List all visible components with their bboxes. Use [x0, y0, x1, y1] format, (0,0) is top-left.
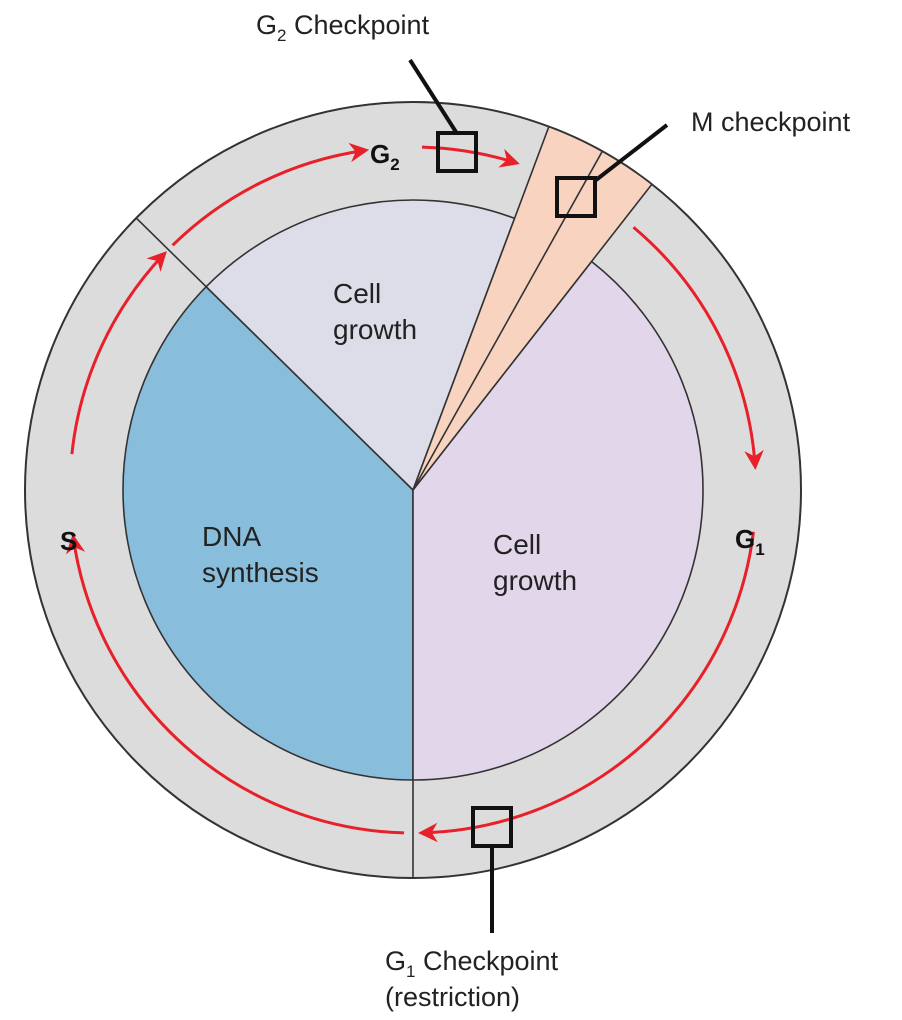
- m-checkpoint-leader: [594, 123, 669, 182]
- arrow-g1-to-s: [418, 810, 531, 843]
- g1-checkpoint-label-sub: 1: [406, 962, 415, 981]
- dna-synthesis-sector: [122, 285, 414, 781]
- phase-label-g1-main: G: [735, 524, 755, 554]
- phase-label-g2-sub: 2: [390, 155, 399, 174]
- m-checkpoint-marker: [555, 176, 597, 218]
- g2-checkpoint-leader: [408, 58, 458, 134]
- g1-cell-growth-label-line1: Cell: [493, 529, 541, 560]
- phase-label-g2: G2: [370, 139, 400, 174]
- g1-checkpoint-marker: [471, 806, 513, 848]
- phase-label-s: S: [60, 526, 77, 556]
- g1-checkpoint-label-rest: Checkpoint: [415, 946, 558, 976]
- g2-checkpoint-label-sub: 2: [277, 26, 286, 45]
- mitosis-wedge-midline: [412, 150, 603, 491]
- s-g2-boundary-line: [135, 217, 207, 288]
- phase-label-g1-sub: 1: [755, 540, 764, 559]
- g1-cell-growth-sector: [412, 260, 704, 781]
- g1-checkpoint-label-line2: (restriction): [385, 982, 520, 1012]
- g2-cell-growth-label-line1: Cell: [333, 278, 381, 309]
- g2-checkpoint-marker: [436, 131, 478, 173]
- g1-checkpoint-label-prefix: G: [385, 946, 406, 976]
- g1-checkpoint-label: G1 Checkpoint (restriction): [385, 946, 566, 1012]
- g2-cell-growth-label-line2: growth: [333, 314, 417, 345]
- dna-synthesis-label: DNA synthesis: [202, 521, 319, 588]
- g2-checkpoint-label-rest: Checkpoint: [286, 10, 429, 40]
- g2-checkpoint-label-prefix: G: [256, 10, 277, 40]
- g2-checkpoint-label: G2 Checkpoint: [256, 10, 430, 45]
- g1-cell-growth-label-line2: growth: [493, 565, 577, 596]
- m-checkpoint-label: M checkpoint: [691, 107, 851, 137]
- phase-label-g2-main: G: [370, 139, 390, 169]
- g2-cell-growth-label: Cell growth: [333, 278, 417, 345]
- dna-synthesis-label-line2: synthesis: [202, 557, 319, 588]
- arrow-m-to-g1: [632, 226, 764, 470]
- arrow-to-g2: [171, 142, 370, 247]
- arrow-g1-to-restriction: [65, 533, 405, 835]
- arrow-g2-to-m: [421, 145, 520, 168]
- dna-synthesis-label-line1: DNA: [202, 521, 261, 552]
- arrow-g1-to-checkpoint: [529, 531, 755, 814]
- g1-cell-growth-label: Cell growth: [493, 529, 577, 596]
- arrow-s-to-g2-lower: [70, 251, 167, 455]
- g2-cell-growth-sector: [205, 199, 516, 492]
- phase-label-g1: G1: [735, 524, 765, 559]
